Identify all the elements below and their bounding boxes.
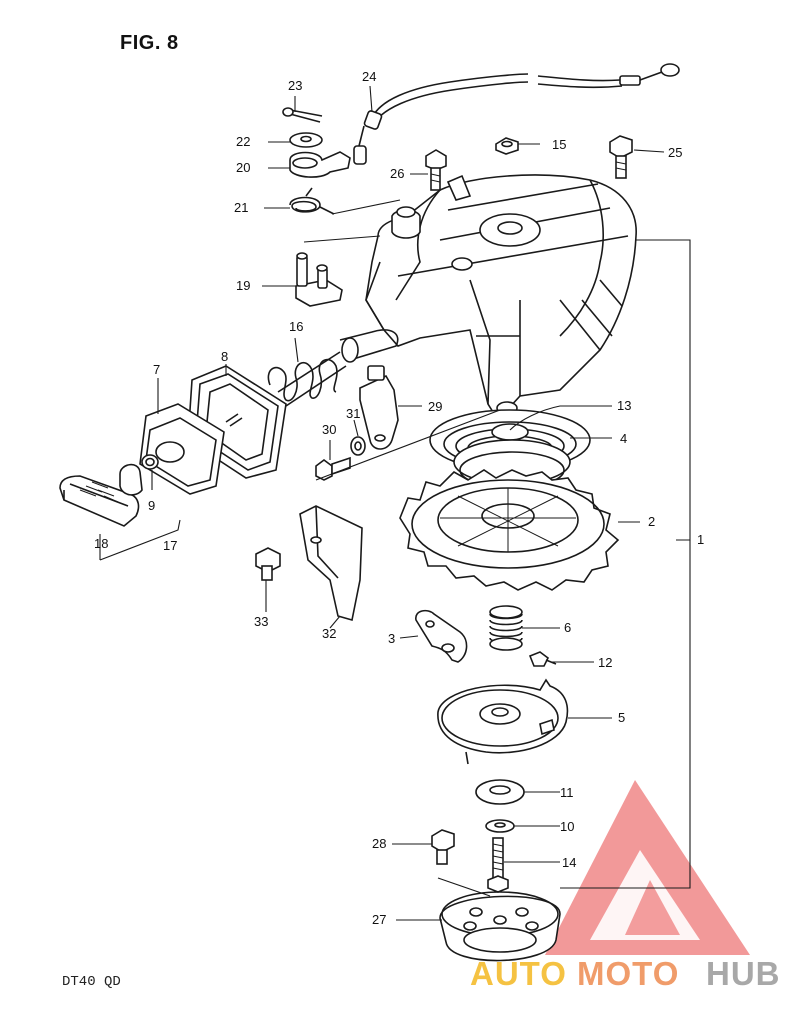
callout-7: 7 [153, 362, 160, 377]
callout-1: 1 [697, 532, 704, 547]
callout-16: 16 [289, 319, 303, 334]
callout-11: 11 [560, 785, 574, 800]
callout-14: 14 [562, 855, 576, 870]
callout-13: 13 [617, 398, 631, 413]
part-33-bolt [255, 547, 281, 581]
callout-8: 8 [221, 349, 228, 364]
callout-15: 15 [552, 137, 566, 152]
callout-26: 26 [390, 166, 404, 181]
figure-title: FIG. 8 [120, 32, 179, 54]
callout-33: 33 [254, 614, 268, 629]
callout-9: 9 [148, 498, 155, 513]
part-15-nut [495, 137, 519, 155]
callout-31: 31 [346, 406, 360, 421]
part-3-ratchet-pawl [415, 609, 468, 663]
callout-30: 30 [322, 422, 336, 437]
callout-17: 17 [163, 538, 177, 553]
callout-29: 29 [428, 399, 442, 414]
callout-19: 19 [236, 278, 250, 293]
part-31-washer [350, 436, 366, 456]
part-24-cable [353, 63, 680, 165]
part-27-starter-cup [439, 891, 561, 962]
part-20-lever [289, 151, 351, 178]
part-1-starter-case [365, 174, 637, 422]
callout-18: 18 [94, 536, 108, 551]
callout-28: 28 [372, 836, 386, 851]
part-18-handle [59, 463, 143, 527]
callout-6: 6 [564, 620, 571, 635]
part-25-bolt [609, 135, 633, 179]
callout-5: 5 [618, 710, 625, 725]
part-10-washer [485, 819, 515, 833]
part-19-bracket-pin [295, 252, 343, 307]
part-16-spring [267, 329, 399, 407]
part-32-bracket [299, 505, 363, 622]
leader-lines [99, 85, 691, 921]
callout-23: 23 [288, 78, 302, 93]
callout-32: 32 [322, 626, 336, 641]
part-9-ring [141, 454, 159, 470]
model-code: DT40 QD [62, 974, 121, 990]
callout-4: 4 [620, 431, 627, 446]
part-11-washer [475, 779, 525, 805]
part-12-screw [528, 651, 557, 667]
callout-10: 10 [560, 819, 574, 834]
automotohub-watermark-logo: AUTO MOTO HUB [470, 780, 781, 992]
part-21-spring [289, 187, 335, 215]
callout-numbers: 1 2 3 4 5 6 7 8 9 10 11 12 13 14 15 16 1… [94, 69, 704, 927]
part-28-bolt [431, 829, 455, 865]
callout-25: 25 [668, 145, 682, 160]
watermark-auto-text: AUTO [470, 955, 567, 992]
callout-21: 21 [234, 200, 248, 215]
watermark-moto-text: MOTO [577, 955, 679, 992]
callout-22: 22 [236, 134, 250, 149]
part-22-washer [289, 132, 323, 148]
part-2-pulley [399, 469, 620, 591]
callout-20: 20 [236, 160, 250, 175]
watermark-hub-text: HUB [706, 955, 781, 992]
callout-3: 3 [388, 631, 395, 646]
callout-24: 24 [362, 69, 376, 84]
part-5-friction-plate [437, 678, 569, 765]
callout-12: 12 [598, 655, 612, 670]
part-23-cotter-pin [282, 107, 323, 123]
part-29-lever [359, 365, 399, 450]
part-14-bolt [487, 837, 509, 893]
part-26-bolt [425, 149, 447, 191]
callout-27: 27 [372, 912, 386, 927]
part-6-spring [489, 605, 523, 651]
callout-2: 2 [648, 514, 655, 529]
